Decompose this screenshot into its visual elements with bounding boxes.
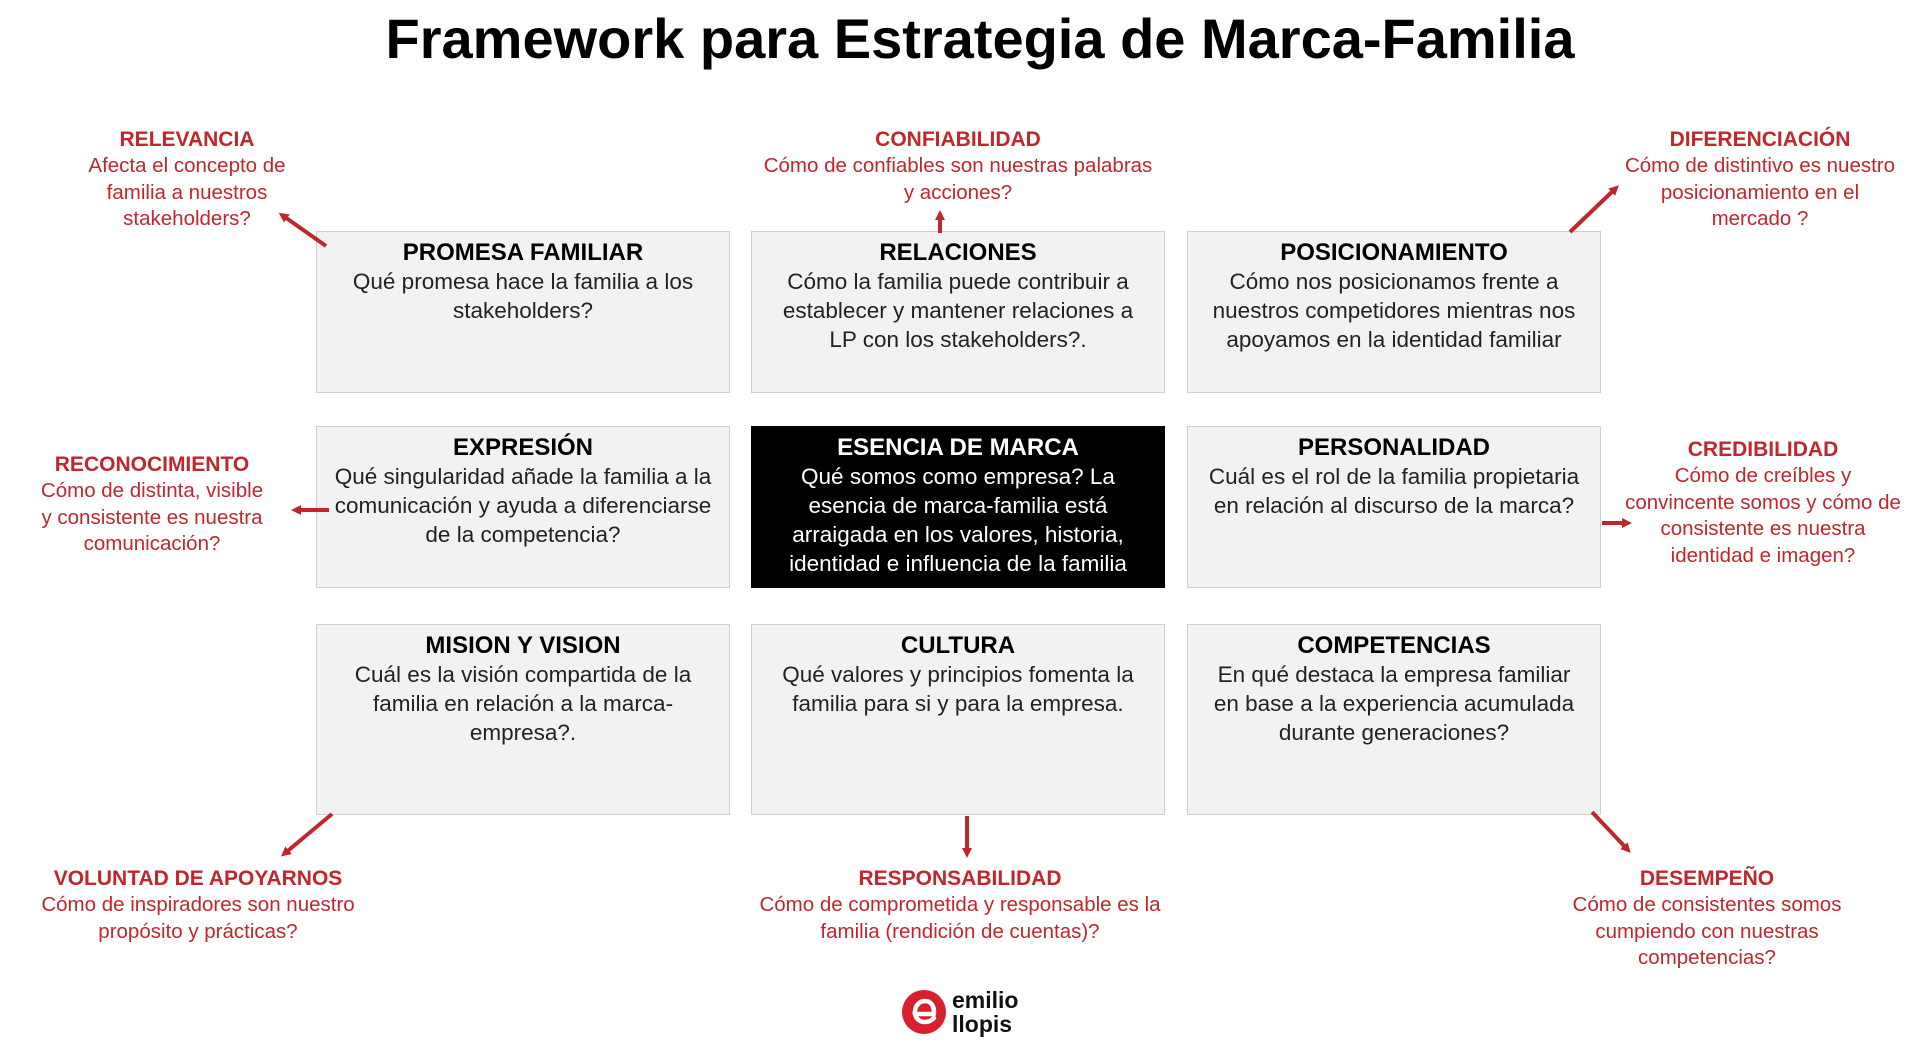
box-text: Cuál es la visión compartida de la famil…	[354, 662, 692, 745]
box-title: COMPETENCIAS	[1297, 632, 1491, 659]
box-text: Cuál es el rol de la familia propietaria…	[1208, 464, 1580, 518]
label-title: CREDIBILIDAD	[1687, 438, 1839, 461]
box-esencia-de-marca: ESENCIA DE MARCA Qué somos como empresa?…	[751, 426, 1165, 588]
box-title: RELACIONES	[879, 239, 1037, 266]
label-text: Cómo de consistentes somos cumpiendo con…	[1572, 893, 1842, 969]
label-title: DESEMPEÑO	[1639, 867, 1775, 890]
label-diferenciacion: DIFERENCIACIÓN Cómo de distintivo es nue…	[1620, 127, 1900, 233]
arrow-desempeno	[1590, 810, 1631, 853]
box-text: Qué valores y principios fomenta la fami…	[782, 662, 1134, 716]
logo-e-icon	[902, 990, 946, 1034]
box-promesa-familiar: PROMESA FAMILIAR Qué promesa hace la fam…	[316, 231, 730, 393]
label-desempeno: DESEMPEÑO Cómo de consistentes somos cum…	[1548, 866, 1866, 972]
logo-line2: llopis	[952, 1011, 1013, 1037]
label-text: Cómo de inspiradores son nuestro propósi…	[41, 893, 355, 943]
box-title: POSICIONAMIENTO	[1280, 239, 1508, 266]
box-title: ESENCIA DE MARCA	[837, 434, 1079, 461]
box-cultura: CULTURA Qué valores y principios fomenta…	[751, 624, 1165, 815]
label-title: RECONOCIMIENTO	[54, 453, 250, 476]
box-relaciones: RELACIONES Cómo la familia puede contrib…	[751, 231, 1165, 393]
logo-line1: emilio	[952, 987, 1019, 1013]
box-text: Cómo nos posicionamos frente a nuestros …	[1212, 269, 1576, 352]
box-title: EXPRESIÓN	[452, 434, 594, 461]
arrow-diferenciacion	[1568, 185, 1619, 234]
label-text: Cómo de confiables son nuestras palabras…	[763, 154, 1153, 204]
label-credibilidad: CREDIBILIDAD Cómo de creíbles y convince…	[1625, 437, 1901, 569]
label-text: Afecta el concepto de familia a nuestros…	[88, 154, 286, 230]
label-text: Cómo de comprometida y responsable es la…	[759, 893, 1161, 943]
label-title: RELEVANCIA	[119, 128, 255, 151]
box-mision-y-vision: MISION Y VISION Cuál es la visión compar…	[316, 624, 730, 815]
box-competencias: COMPETENCIAS En qué destaca la empresa f…	[1187, 624, 1601, 815]
box-title: PERSONALIDAD	[1297, 434, 1490, 461]
box-posicionamiento: POSICIONAMIENTO Cómo nos posicionamos fr…	[1187, 231, 1601, 393]
page-title: Framework para Estrategia de Marca-Famil…	[385, 7, 1575, 70]
label-relevancia: RELEVANCIA Afecta el concepto de familia…	[62, 127, 312, 233]
label-reconocimiento: RECONOCIMIENTO Cómo de distinta, visible…	[34, 452, 270, 558]
label-title: DIFERENCIACIÓN	[1669, 128, 1851, 151]
label-text: Cómo de distinta, visible y consistente …	[40, 479, 264, 555]
arrow-voluntad	[280, 812, 334, 857]
box-personalidad: PERSONALIDAD Cuál es el rol de la famili…	[1187, 426, 1601, 588]
label-text: Cómo de creíbles y convincente somos y c…	[1625, 464, 1901, 567]
label-responsabilidad: RESPONSABILIDAD Cómo de comprometida y r…	[750, 866, 1170, 945]
box-expresion: EXPRESIÓN Qué singularidad añade la fami…	[316, 426, 730, 588]
logo-text: emilio llopis	[952, 988, 1018, 1036]
box-text: Qué promesa hace la familia a los stakeh…	[352, 269, 694, 323]
label-text: Cómo de distintivo es nuestro posicionam…	[1624, 154, 1896, 230]
emilio-llopis-logo: emilio llopis	[902, 988, 1042, 1042]
box-text: Cómo la familia puede contribuir a estab…	[782, 269, 1134, 352]
box-title: CULTURA	[900, 632, 1016, 659]
box-title: PROMESA FAMILIAR	[402, 239, 644, 266]
label-title: VOLUNTAD DE APOYARNOS	[53, 867, 343, 890]
box-text: Qué singularidad añade la familia a la c…	[334, 464, 712, 547]
label-voluntad-de-apoyarnos: VOLUNTAD DE APOYARNOS Cómo de inspirador…	[28, 866, 368, 945]
label-confiabilidad: CONFIABILIDAD Cómo de confiables son nue…	[758, 127, 1158, 206]
box-text: En qué destaca la empresa familiar en ba…	[1213, 662, 1575, 745]
box-title: MISION Y VISION	[425, 632, 621, 659]
label-title: RESPONSABILIDAD	[858, 867, 1062, 890]
page-title-wrap: Framework para Estrategia de Marca-Famil…	[0, 6, 1910, 72]
label-title: CONFIABILIDAD	[875, 128, 1041, 151]
arrow-relevancia	[278, 212, 328, 248]
box-text: Qué somos como empresa? La esencia de ma…	[789, 464, 1127, 576]
